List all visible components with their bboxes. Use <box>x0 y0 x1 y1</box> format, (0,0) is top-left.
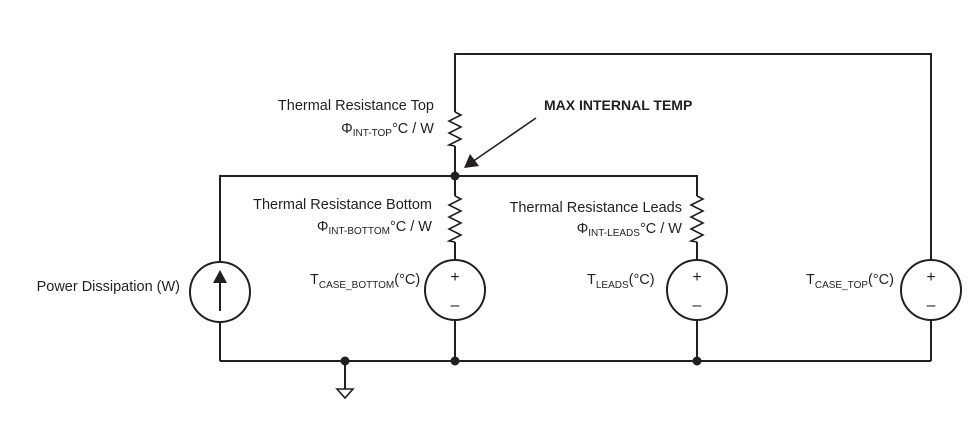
ground-icon <box>335 388 355 400</box>
label-t-case-top: TCASE_TOP(°C) <box>806 272 894 291</box>
resistor-leads-icon <box>688 195 705 243</box>
label-t-leads: TLEADS(°C) <box>587 272 655 291</box>
label-phi-bottom: ΦINT-BOTTOM°C / W <box>317 219 432 237</box>
label-power-dissipation: Power Dissipation (W) <box>37 279 180 295</box>
voltage-source-case-top-icon: + – <box>900 259 962 321</box>
arrow-head-icon <box>464 154 479 168</box>
label-thermal-resistance-bottom: Thermal Resistance Bottom <box>253 197 432 213</box>
voltage-source-leads-icon: + – <box>666 259 728 321</box>
wire-left-branch <box>219 175 455 263</box>
plus-sign: + <box>926 269 935 286</box>
ground-node <box>340 356 350 366</box>
resistor-bottom-icon <box>446 195 463 243</box>
minus-sign: – <box>927 297 936 314</box>
label-max-internal-temp: MAX INTERNAL TEMP <box>544 97 692 113</box>
label-t-case-bottom: TCASE_BOTTOM(°C) <box>310 272 420 291</box>
circuit-wires <box>219 53 932 389</box>
current-source-icon <box>189 261 251 323</box>
max-temp-arrow-line <box>471 117 537 163</box>
plus-sign: + <box>450 269 459 286</box>
minus-sign: – <box>693 297 702 314</box>
max-temp-node <box>450 171 460 181</box>
rail-node-bottom <box>450 356 460 366</box>
label-thermal-resistance-leads: Thermal Resistance Leads <box>510 200 682 216</box>
wire-right-branch <box>455 175 698 196</box>
label-phi-top: ΦINT-TOP°C / W <box>341 121 434 139</box>
voltage-source-case-bottom-icon: + – <box>424 259 486 321</box>
label-phi-leads: ΦINT-LEADS°C / W <box>577 221 683 239</box>
minus-sign: – <box>451 297 460 314</box>
rail-node-leads <box>692 356 702 366</box>
label-thermal-resistance-top: Thermal Resistance Top <box>278 98 434 114</box>
resistor-top-icon <box>446 111 463 147</box>
plus-sign: + <box>692 269 701 286</box>
wire-top-loop <box>454 53 932 263</box>
